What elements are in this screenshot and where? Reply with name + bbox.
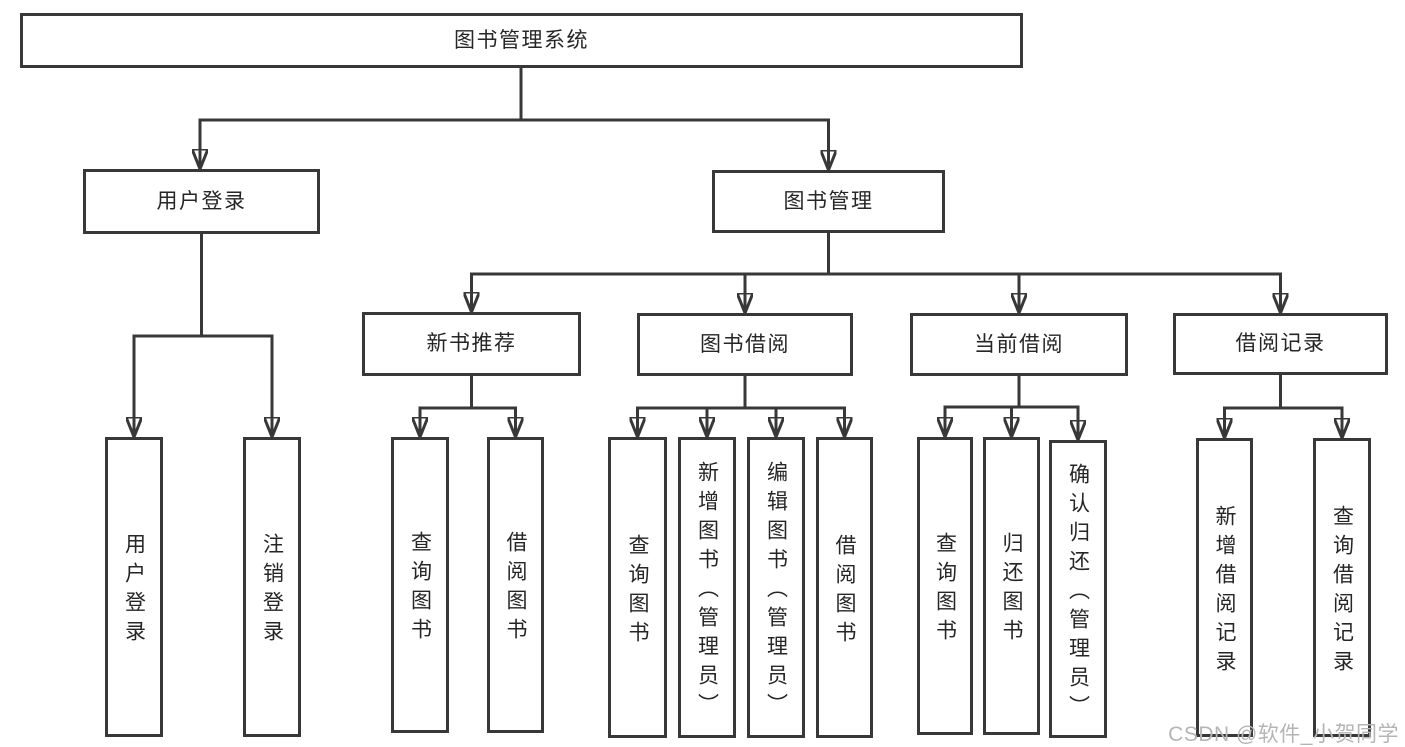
node-system: 图书管理系统	[20, 13, 1023, 68]
node-query-books-nb: 查询图书	[391, 437, 449, 733]
node-label-system: 图书管理系统	[454, 28, 589, 52]
node-add-borrow-records: 新增借阅记录	[1196, 438, 1253, 737]
node-label-query-books-nb: 查询图书	[408, 531, 432, 647]
node-label-new-book-recommendation: 新书推荐	[426, 332, 517, 356]
node-label-add-borrow-records: 新增借阅记录	[1213, 504, 1237, 679]
node-borrowing-records: 借阅记录	[1173, 313, 1388, 375]
node-label-borrow-books-bb: 借阅图书	[833, 533, 857, 650]
node-label-book-borrowing: 图书借阅	[700, 332, 790, 356]
node-label-logout-login: 注销登录	[260, 533, 284, 649]
node-logout-login: 注销登录	[243, 437, 301, 737]
node-query-borrow-records: 查询借阅记录	[1313, 438, 1371, 737]
node-label-edit-books-admin: 编辑图书（管理员）	[764, 461, 788, 722]
node-query-books-cb: 查询图书	[917, 437, 973, 735]
node-borrow-books-nb: 借阅图书	[487, 437, 544, 733]
node-label-add-books-admin: 新增图书（管理员）	[695, 461, 719, 722]
node-return-books: 归还图书	[983, 437, 1040, 735]
node-label-borrow-books-nb: 借阅图书	[504, 531, 528, 647]
node-user-login: 用户登录	[83, 169, 320, 234]
node-label-return-books: 归还图书	[1000, 532, 1024, 648]
node-label-query-books-bb: 查询图书	[626, 533, 650, 650]
node-label-confirm-return-admin: 确认归还（管理员）	[1066, 462, 1090, 724]
node-label-user-login: 用户登录	[156, 189, 247, 213]
node-add-books-admin: 新增图书（管理员）	[678, 437, 736, 738]
node-confirm-return-admin: 确认归还（管理员）	[1049, 440, 1107, 738]
node-borrow-books-bb: 借阅图书	[816, 437, 873, 738]
node-label-borrowing-records: 借阅记录	[1235, 332, 1326, 356]
node-user-login-action: 用户登录	[105, 437, 163, 737]
node-book-management: 图书管理	[712, 170, 945, 233]
node-current-borrowing: 当前借阅	[910, 313, 1128, 376]
node-label-query-books-cb: 查询图书	[933, 532, 957, 648]
node-label-query-borrow-records: 查询借阅记录	[1330, 504, 1354, 679]
node-new-book-recommendation: 新书推荐	[362, 312, 581, 376]
node-label-current-borrowing: 当前借阅	[974, 332, 1064, 356]
node-label-user-login-action: 用户登录	[122, 533, 146, 649]
node-query-books-bb: 查询图书	[608, 437, 667, 738]
watermark: CSDN @软件_小贺同学	[1168, 723, 1399, 746]
node-edit-books-admin: 编辑图书（管理员）	[747, 437, 805, 738]
node-label-book-management: 图书管理	[783, 189, 874, 213]
node-book-borrowing: 图书借阅	[637, 313, 853, 376]
